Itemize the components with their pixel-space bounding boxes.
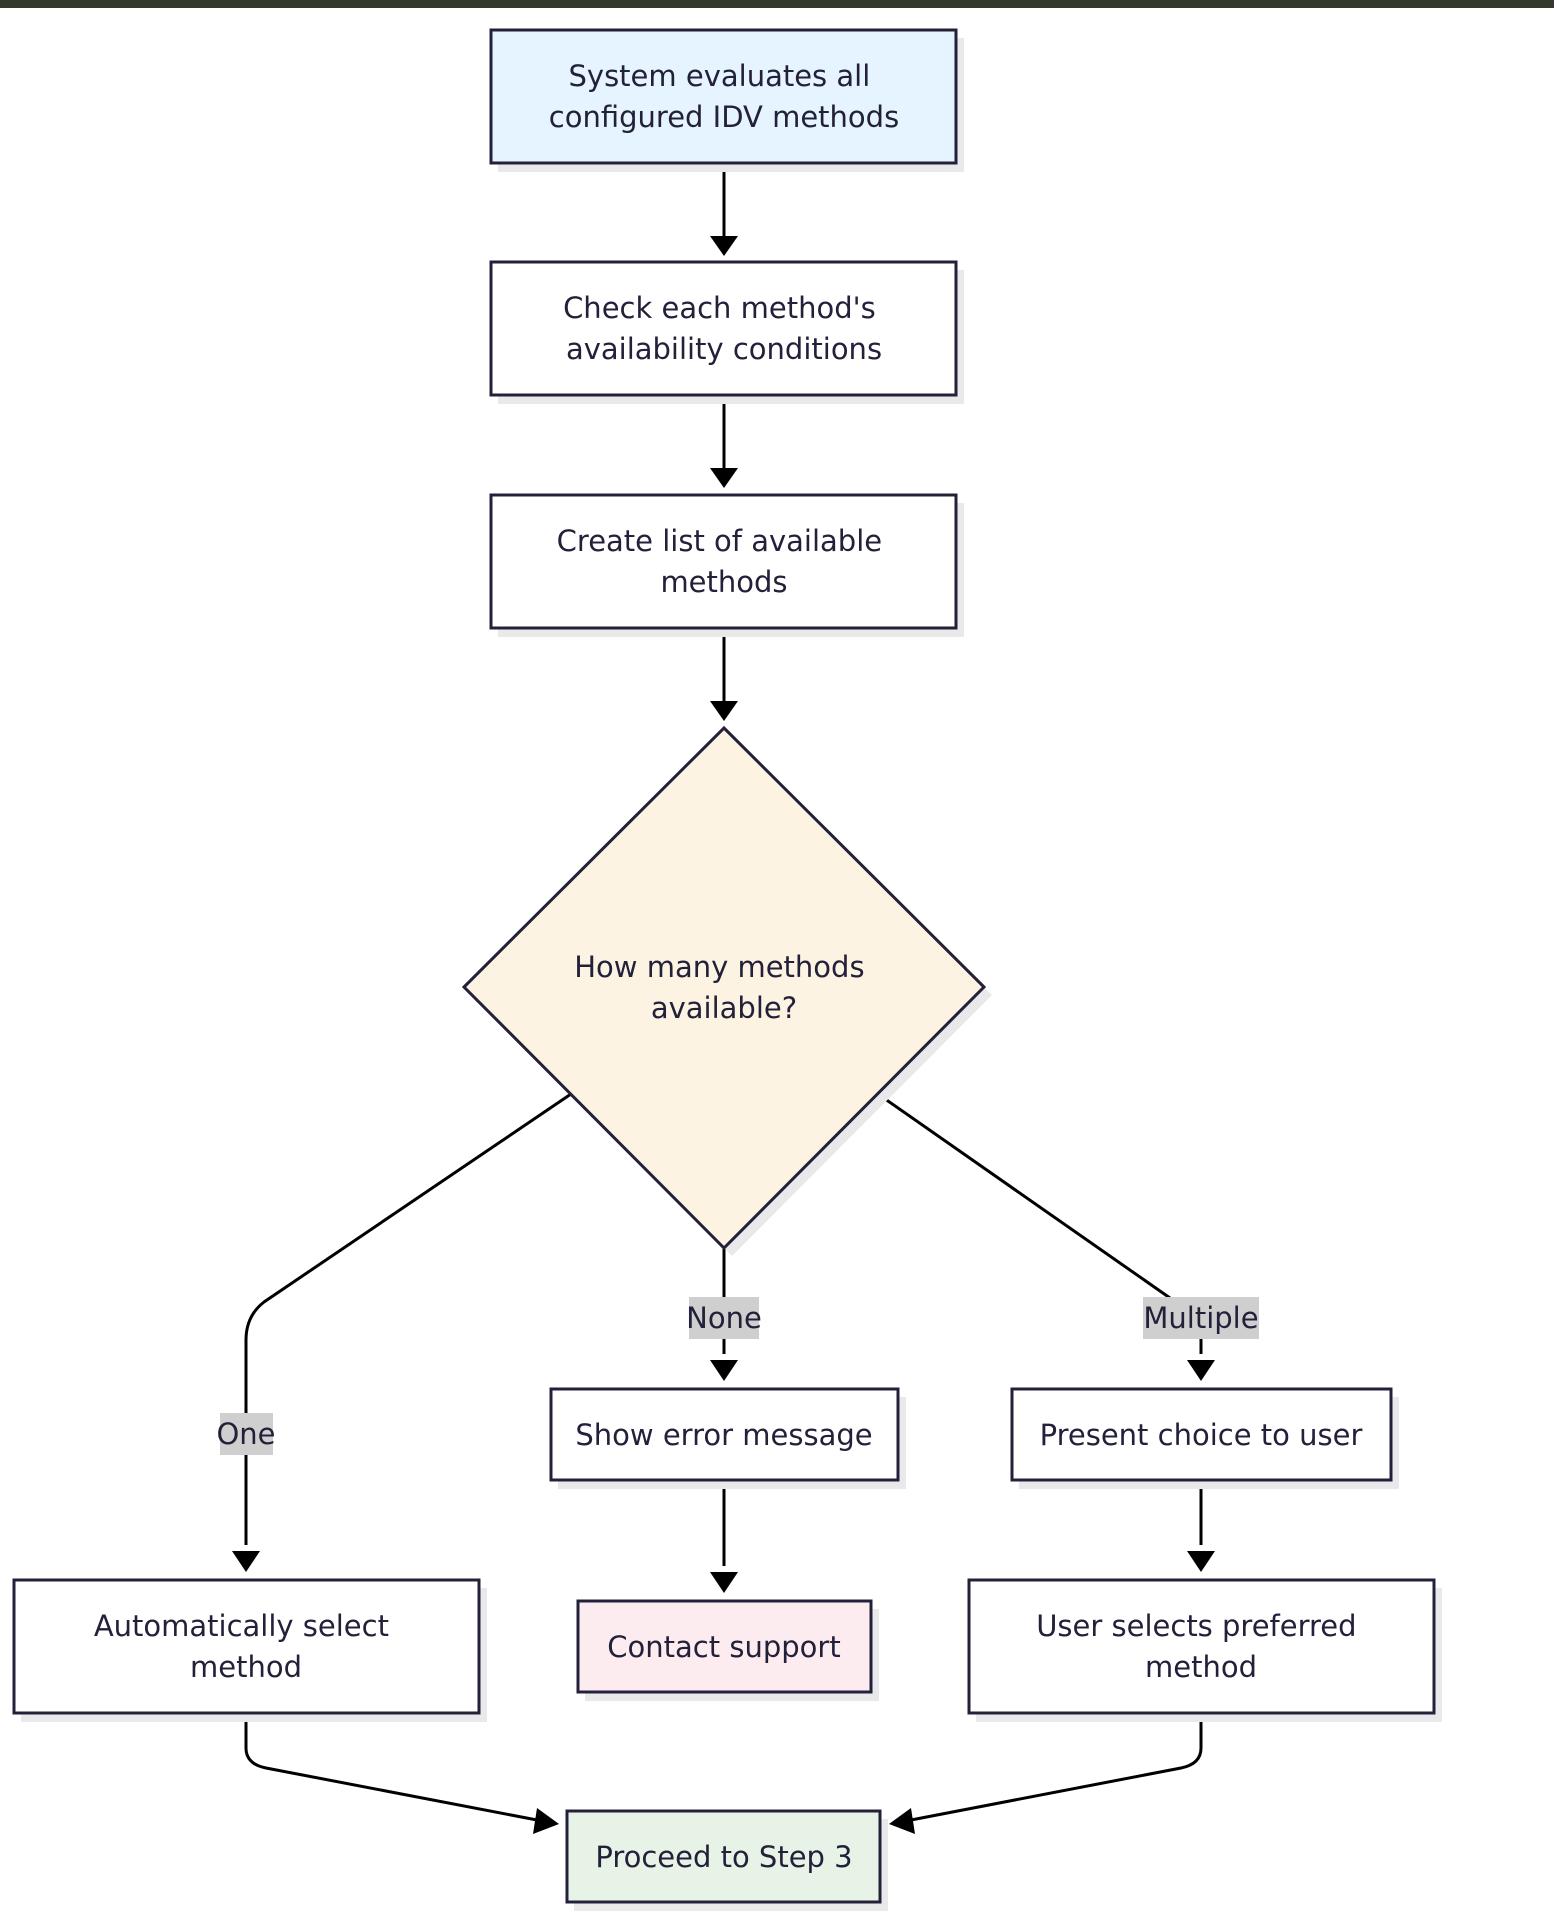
svg-text:Show error message: Show error message <box>575 1418 872 1452</box>
node-create-box <box>489 493 958 630</box>
node-proceed-line-1: Proceed to Step 3 <box>595 1840 852 1874</box>
node-userselect-line-2: method <box>1145 1650 1257 1684</box>
node-check-line-2: availability conditions <box>566 332 882 366</box>
node-create-line-1: Create list of available <box>557 524 882 558</box>
node-evaluate-line-1: System evaluates all <box>569 59 871 93</box>
node-check-line-1: Check each method's <box>563 291 876 325</box>
node-userselect-line-1: User selects preferred <box>1036 1609 1356 1643</box>
svg-text:User selects preferred m: User selects preferred method <box>1036 1609 1366 1684</box>
svg-text:Proceed to Step 3: Proceed to Step 3 <box>595 1840 852 1874</box>
node-check-box <box>489 260 958 397</box>
arrowhead-auto <box>232 1551 260 1572</box>
arrowhead-present <box>1187 1360 1215 1381</box>
node-error-box <box>549 1387 900 1482</box>
node-auto-box <box>12 1578 481 1715</box>
node-check: Check each method's availability conditi… <box>489 260 964 404</box>
node-present: Present choice to user <box>1010 1387 1399 1489</box>
svg-text:Contact support: Contact support <box>607 1630 840 1664</box>
node-decision-line-2: available? <box>651 991 797 1025</box>
svg-text:Create list of available: Create list of available methods <box>557 524 892 599</box>
node-error-line-1: Show error message <box>575 1418 872 1452</box>
node-support: Contact support <box>576 1599 879 1701</box>
node-create-line-2: methods <box>660 565 787 599</box>
edge-label-one: One <box>216 1417 275 1451</box>
node-evaluate-line-2: configured IDV methods <box>549 100 899 134</box>
arrowhead-check <box>710 236 738 256</box>
node-auto-line-2: method <box>190 1650 302 1684</box>
node-proceed-box <box>565 1809 882 1904</box>
arrowhead-error <box>710 1360 738 1381</box>
node-auto-line-1: Automatically select <box>94 1609 389 1643</box>
node-evaluate-box <box>489 28 958 165</box>
arrowhead-proceed-left <box>533 1808 559 1834</box>
edge-label-multiple: Multiple <box>1143 1301 1258 1335</box>
node-support-box <box>576 1599 873 1694</box>
node-create: Create list of available methods <box>489 493 964 637</box>
edge-label-none-group: None <box>686 1297 762 1339</box>
arrowhead-decision <box>710 701 738 721</box>
svg-text:Check each method's avai: Check each method's availability conditi… <box>563 291 885 366</box>
svg-text:How many methods availab: How many methods available? <box>574 950 874 1025</box>
svg-text:Automatically select met: Automatically select method <box>94 1609 398 1684</box>
edge-label-one-group: One <box>216 1413 276 1455</box>
arrowhead-support <box>710 1572 738 1593</box>
node-decision-diamond <box>461 725 987 1251</box>
arrowhead-proceed-right <box>889 1808 915 1834</box>
node-proceed: Proceed to Step 3 <box>565 1809 888 1911</box>
svg-text:System evaluates all con: System evaluates all configured IDV meth… <box>549 59 899 134</box>
node-userselect-box <box>967 1578 1436 1715</box>
node-auto: Automatically select method <box>12 1578 487 1722</box>
node-support-line-1: Contact support <box>607 1630 840 1664</box>
arrowhead-create <box>710 468 738 488</box>
node-evaluate: System evaluates all configured IDV meth… <box>489 28 964 172</box>
top-bar <box>0 0 1554 8</box>
edge-label-none: None <box>686 1301 762 1335</box>
edge-label-multiple-group: Multiple <box>1143 1297 1259 1339</box>
svg-text:Present choice to user: Present choice to user <box>1040 1418 1363 1452</box>
edge-auto-proceed <box>244 1713 538 1822</box>
node-decision: How many methods available? <box>461 725 992 1256</box>
node-present-line-1: Present choice to user <box>1040 1418 1363 1452</box>
edge-userselect-proceed <box>910 1713 1203 1822</box>
node-decision-line-1: How many methods <box>574 950 864 984</box>
node-userselect: User selects preferred method <box>967 1578 1442 1722</box>
node-present-box <box>1010 1387 1393 1482</box>
node-error: Show error message <box>549 1387 906 1489</box>
arrowhead-userselect <box>1187 1551 1215 1572</box>
edge-decision-one <box>244 1092 572 1545</box>
